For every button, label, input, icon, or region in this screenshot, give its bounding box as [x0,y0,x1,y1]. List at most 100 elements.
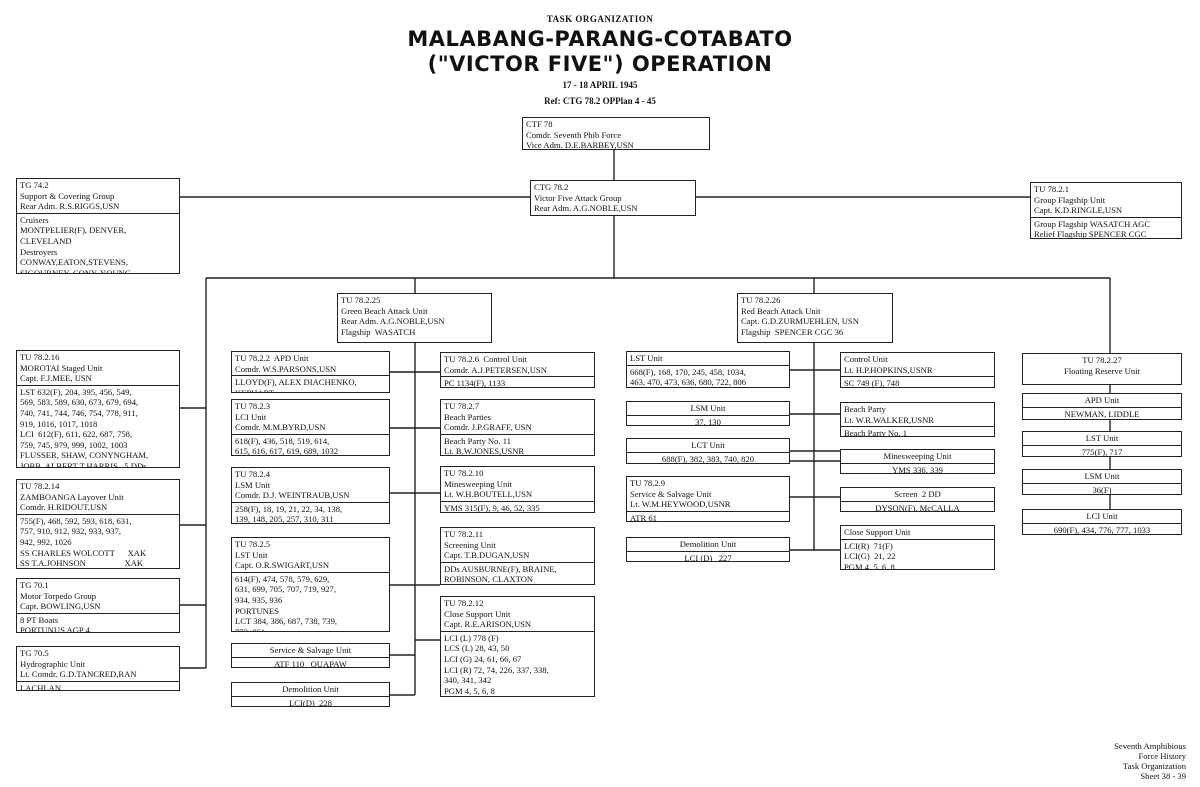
box-text-line: 36(F) [1092,484,1112,495]
box-text-line: Lt. Comdr. G.D.TANCRED,RAN [20,669,137,680]
box-text-line: TU 78.2.4 [235,469,271,479]
box-text-line: CLEVELAND [20,235,72,246]
box-text-line: TU 78.2.7 [444,401,480,411]
box-text-line: YMS 315(F), 9, 46, 52, 335 [444,502,540,513]
box-text-line: 258(F), 18, 19, 21, 22, 34, 138, [235,503,343,514]
box-text-line: SS T.A.JOHNSON XAK [20,558,144,569]
box-section: 258(F), 18, 19, 21, 22, 34, 138,139, 148… [232,501,389,523]
box-text-line: Rear Adm. A.G.NOBLE,USN [341,316,445,327]
box-text-line: LST Unit [1085,433,1119,443]
box-text-line: TU 78.2.1 [1034,184,1070,194]
box-text-line: Demolition Unit [679,539,737,549]
box-text-line: 690(F), 434, 776, 777, 1033 [1053,524,1151,535]
box-section: LSM Unit [627,402,789,415]
box-section: Demolition Unit [627,538,789,551]
box-text-line: ZAMBOANGA Layover Unit [20,491,124,502]
box-text-line: 615, 616, 617, 619, 689, 1032 [235,446,339,456]
box-text-line: 340, 341, 342 [444,675,492,686]
box-text-line: 614(F), 474, 578, 579, 629, [235,573,330,584]
box-text-line: 618(F), 436, 518, 519, 614, [235,435,330,446]
box-text-line: Green Beach Attack Unit [341,305,428,316]
box-section: Screen 2 DD [841,488,994,501]
box-section: 37, 130 [627,414,789,426]
box-text-line: TU 78.2.16 [20,352,60,362]
box-text-line: Minesweeping Unit [444,478,513,489]
box-text-line: LCI (D) 227 [684,552,732,562]
box-text-line: LST Unit [235,549,268,560]
box-text-line: 463, 470, 473, 636, 680, 722, 806 [630,377,747,388]
box-text-line: Beach Parties [444,411,492,422]
box-text-line: DYSON(F), McCALLA [875,502,960,512]
box-text-line: Capt. O.R.SWIGART,USN [235,560,330,571]
box-text-line: PGM 4, 5, 6, 8 [444,685,495,696]
box-text-line: LCT 384, 386, 687, 738, 739, [235,616,338,627]
box-text-line: Lt. W.M.HEYWOOD,USNR [630,499,731,510]
box-text-line: 631, 699, 705, 707, 719, 927, [235,584,336,595]
box-section: YMS 336, 339 [841,462,994,473]
box-text-line: LCI 612(F), 611, 622, 687, 758, [20,429,133,440]
box-text-line: TU 78.2.25 [341,295,381,305]
box-text-line: Capt. G.D.ZURMUEHLEN, USN [741,316,859,327]
box-text-line: CONWAY,EATON,STEVENS, [20,257,128,268]
box-text-line: Lt. B.W.JONES,USNR [444,446,525,456]
footer-line: Task Organization [1123,761,1186,771]
box-text-line: Vice Adm. D.E.BARBEY,USN [526,140,634,150]
box-section: LST Unit [1023,432,1181,445]
box-text-line: TU 78.2.12 [444,598,484,608]
box-text-line: Minesweeping Unit [883,451,952,461]
box-text-line: Group Flagship WASATCH AGC [1034,218,1151,229]
subtitle-task-organization: TASK ORGANIZATION [546,14,654,24]
box-section: 775(F), 717 [1023,444,1181,456]
box-text-line: 757, 910, 912, 932, 933, 937, [20,526,121,537]
box-text-line: Beach Party No. 11 [444,435,511,446]
box-text-line: 772, 861 [235,626,266,632]
page-title-line2: ("VICTOR FIVE") OPERATION [427,52,773,76]
box-section: LCI Unit [1023,510,1181,523]
box-text-line: Service & Salvage Unit [269,645,352,655]
box-text-line: 740, 741, 744, 746, 754, 778, 911, [20,407,138,418]
box-section: Close Support Unit [841,526,994,539]
box-text-line: ROBINSON, CLAXTON [444,574,534,585]
box-text-line: LCT Unit [691,440,725,450]
box-section: LCI (D) 227 [627,550,789,562]
box-text-line: 37, 130 [695,416,721,426]
box-text-line: PC 1134(F), 1133 [444,378,506,388]
box-section: LSM Unit [1023,470,1181,483]
box-text-line: LCS (L) 28, 43, 50 [444,643,510,654]
box-text-line: 569, 583, 589, 630, 673, 679, 694, [20,397,139,408]
box-text-line: Capt. F.J.MEE, USN [20,373,92,384]
box-text-line: TU 78.2.5 [235,539,271,549]
box-text-line: Rear Adm. A.G.NOBLE,USN [534,203,638,214]
sheet-footer: Seventh Amphibious Force History Task Or… [1114,741,1186,781]
box-text-line: TU 78.2.10 [444,468,484,478]
footer-line: Seventh Amphibious [1114,741,1186,751]
box-text-line: NEWMAN, LIDDLE [1064,408,1140,419]
box-section: Beach Party No. 1 [841,426,994,436]
box-text-line: Capt. T.B.DUGAN,USN [444,550,530,561]
box-text-line: KEPHART [235,387,275,393]
